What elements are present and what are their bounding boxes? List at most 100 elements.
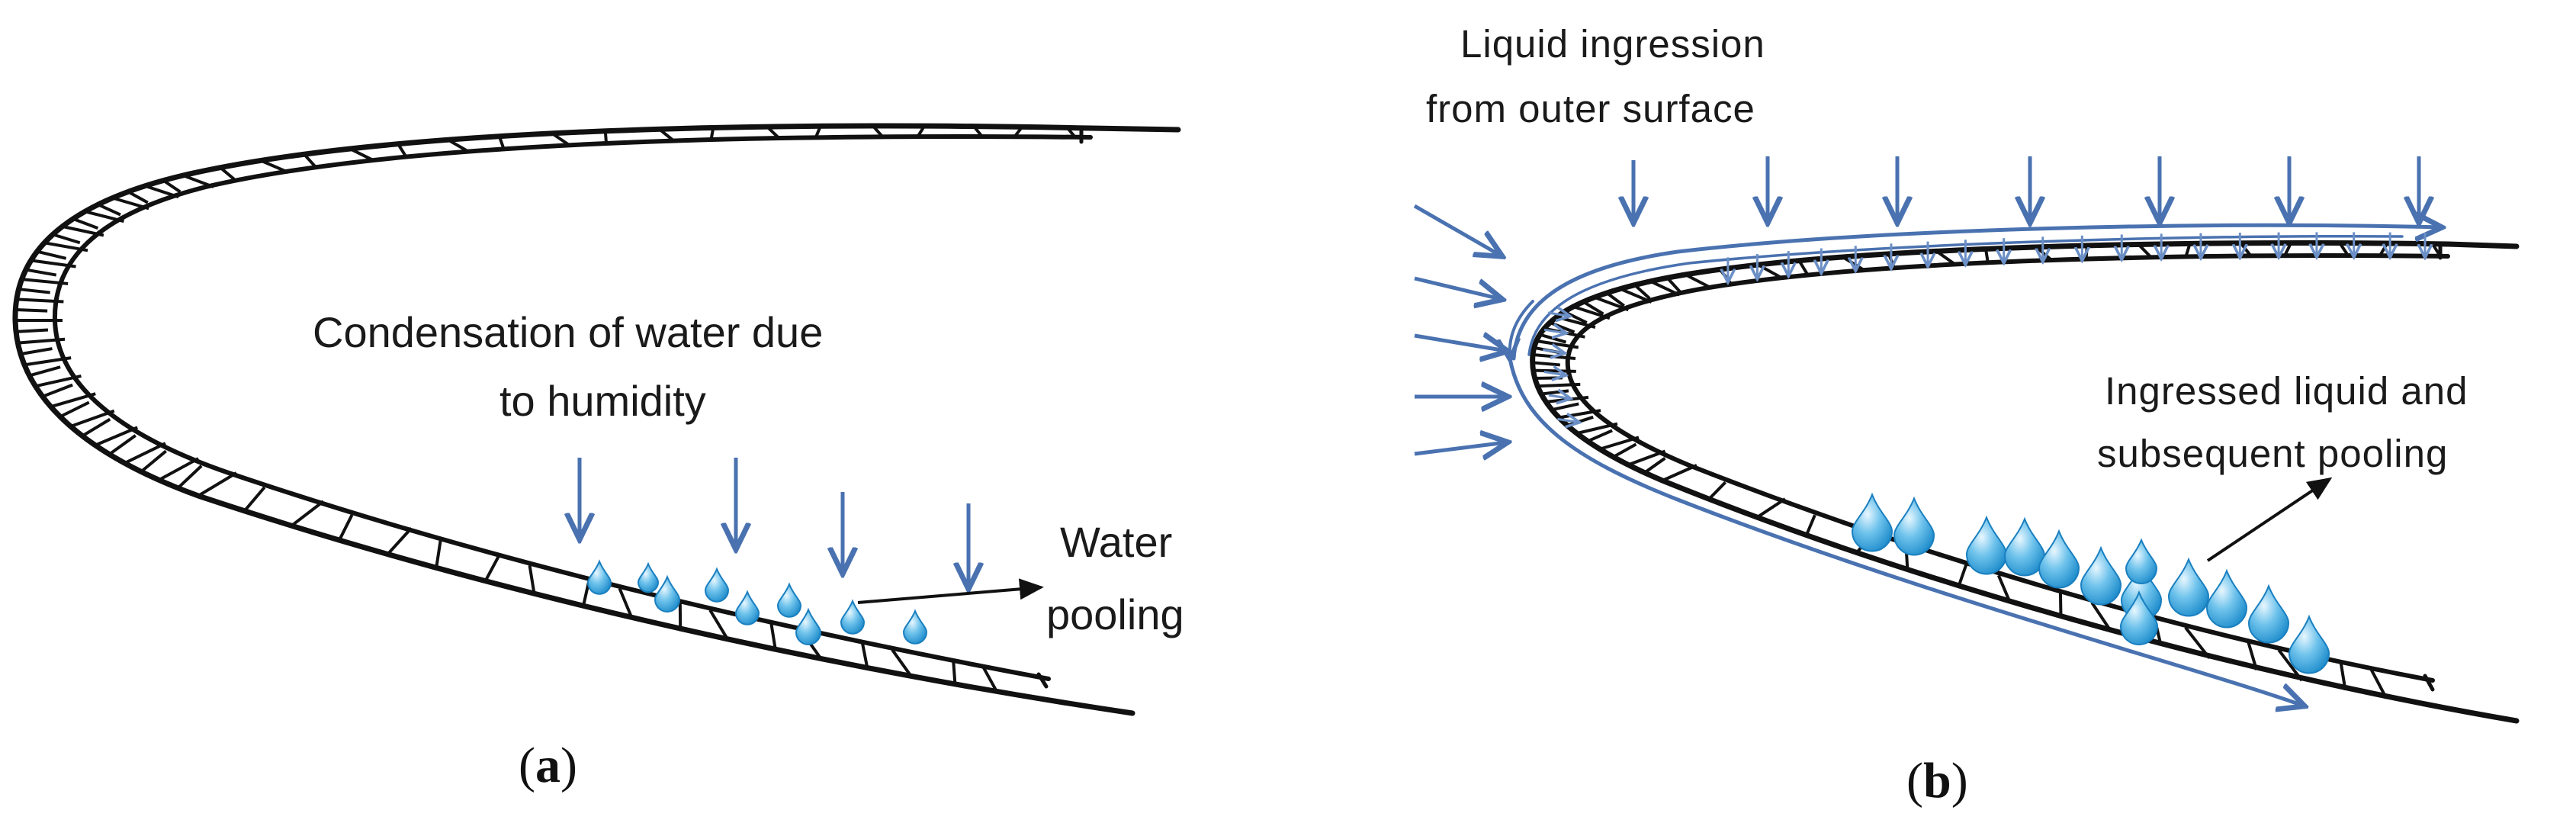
core-rib-b <box>1582 300 1604 316</box>
surface-flow-bottom-b <box>1508 356 2303 706</box>
core-rib-a <box>59 400 90 419</box>
water-droplet <box>776 582 802 618</box>
core-rib-a <box>81 417 111 438</box>
core-rib-b <box>1957 560 1969 587</box>
condensation-label-line1: Condensation of water due <box>313 308 823 356</box>
front-arrow-5 <box>1414 442 1506 454</box>
core-rib-b <box>1756 497 1787 519</box>
panel-a: Condensation of water due to humidity Wa… <box>12 123 1184 793</box>
core-rib-b <box>1649 279 1681 297</box>
core-rib-a <box>43 241 88 252</box>
core-rib-a <box>144 184 179 199</box>
core-rib-a <box>50 392 96 409</box>
core-rib-a <box>260 159 290 174</box>
core-rib-b <box>1537 382 1581 388</box>
core-rib-a <box>18 337 66 345</box>
ingressed-label-line2: subsequent pooling <box>2097 432 2448 475</box>
core-rib-a <box>97 203 121 217</box>
core-rib-a <box>15 328 49 333</box>
water-droplet <box>654 574 681 613</box>
seepage-arrow <box>1543 372 1564 375</box>
honeycomb-core-a <box>15 124 1077 693</box>
water-droplet <box>2038 529 2080 589</box>
airfoil-skin-b <box>1530 240 2520 724</box>
panel-b: Liquid ingression from outer surface Ing… <box>1413 22 2520 809</box>
water-droplet <box>734 590 760 625</box>
core-rib-a <box>1013 126 1023 138</box>
core-rib-a <box>219 166 236 181</box>
ingressed-pointer-arrow <box>2206 477 2333 562</box>
core-rib-a <box>658 127 675 143</box>
core-rib-a <box>176 465 203 490</box>
core-rib-a <box>162 178 181 194</box>
core-rib-b <box>1587 429 1613 443</box>
core-rib-a <box>111 196 149 211</box>
core-rib-a <box>891 648 914 679</box>
water-droplet <box>840 599 866 635</box>
core-rib-a <box>814 125 822 138</box>
water-droplet <box>1893 496 1935 556</box>
core-rib-a <box>18 288 50 294</box>
core-rib-a <box>982 667 999 693</box>
core-rib-b <box>1804 514 1816 536</box>
core-rib-b <box>1984 249 1990 263</box>
core-rib-b <box>1532 361 1560 367</box>
core-rib-a <box>952 658 957 686</box>
water-droplets-b <box>1851 492 2330 674</box>
surface-flow-top-inner-b <box>1527 235 2404 356</box>
core-rib-b <box>1627 449 1666 467</box>
core-rib-a <box>386 527 413 555</box>
core-rib-a <box>95 426 138 447</box>
core-rib-b <box>1707 481 1727 500</box>
core-rib-a <box>709 127 715 140</box>
water-droplet <box>704 567 730 603</box>
core-rib-b <box>1612 442 1637 458</box>
front-arrow-1 <box>1413 204 1501 256</box>
water-droplet <box>2119 590 2159 645</box>
core-rib-b <box>2277 648 2304 682</box>
core-rib-b <box>2058 589 2063 618</box>
front-arrow-3 <box>1414 336 1506 351</box>
core-rib-b <box>2084 245 2089 259</box>
core-rib-a <box>20 347 53 356</box>
core-rib-b <box>1643 457 1666 474</box>
ingression-label-line2: from outer surface <box>1426 87 1755 130</box>
core-rib-a <box>338 514 354 542</box>
core-rib-a <box>447 138 471 153</box>
core-rib-a <box>291 500 325 527</box>
core-rib-a <box>42 383 73 398</box>
core-rib-a <box>124 442 166 465</box>
core-rib-a <box>708 609 730 641</box>
seepage-arrows-b <box>1542 232 2425 422</box>
seepage-arrow <box>1557 419 1577 422</box>
core-rib-a <box>108 434 137 456</box>
core-rib-b <box>2184 626 2211 660</box>
water-droplet <box>2288 614 2330 674</box>
core-rib-a <box>72 217 99 230</box>
water-droplet <box>1965 515 2008 575</box>
core-rib-b <box>2370 669 2388 699</box>
panel-a-caption: (a) <box>519 738 577 793</box>
core-rib-a <box>84 210 124 223</box>
core-rib-b <box>1551 402 1579 412</box>
core-rib-a <box>1066 127 1077 139</box>
core-rib-a <box>551 132 571 147</box>
condensation-label-line2: to humidity <box>499 377 706 425</box>
core-rib-b <box>1599 436 1640 451</box>
core-rib-a <box>528 564 536 595</box>
core-rib-a <box>397 143 407 157</box>
core-rib-a <box>860 640 869 670</box>
core-rib-a <box>140 449 167 473</box>
panel-b-caption: (b) <box>1906 753 1968 809</box>
water-droplet <box>2003 516 2046 577</box>
core-rib-a <box>618 587 634 619</box>
core-rib-a <box>916 125 926 138</box>
ingressed-label-line1: Ingressed liquid and <box>2105 369 2468 413</box>
core-rib-b <box>1996 574 2012 603</box>
core-rib-b <box>1757 263 1784 280</box>
core-rib-a <box>158 457 200 482</box>
core-rib-b <box>1540 389 1569 396</box>
water-droplet <box>2080 545 2122 606</box>
pooling-label-line1: Water <box>1060 518 1172 566</box>
ingression-label-line1: Liquid ingression <box>1460 22 1765 66</box>
